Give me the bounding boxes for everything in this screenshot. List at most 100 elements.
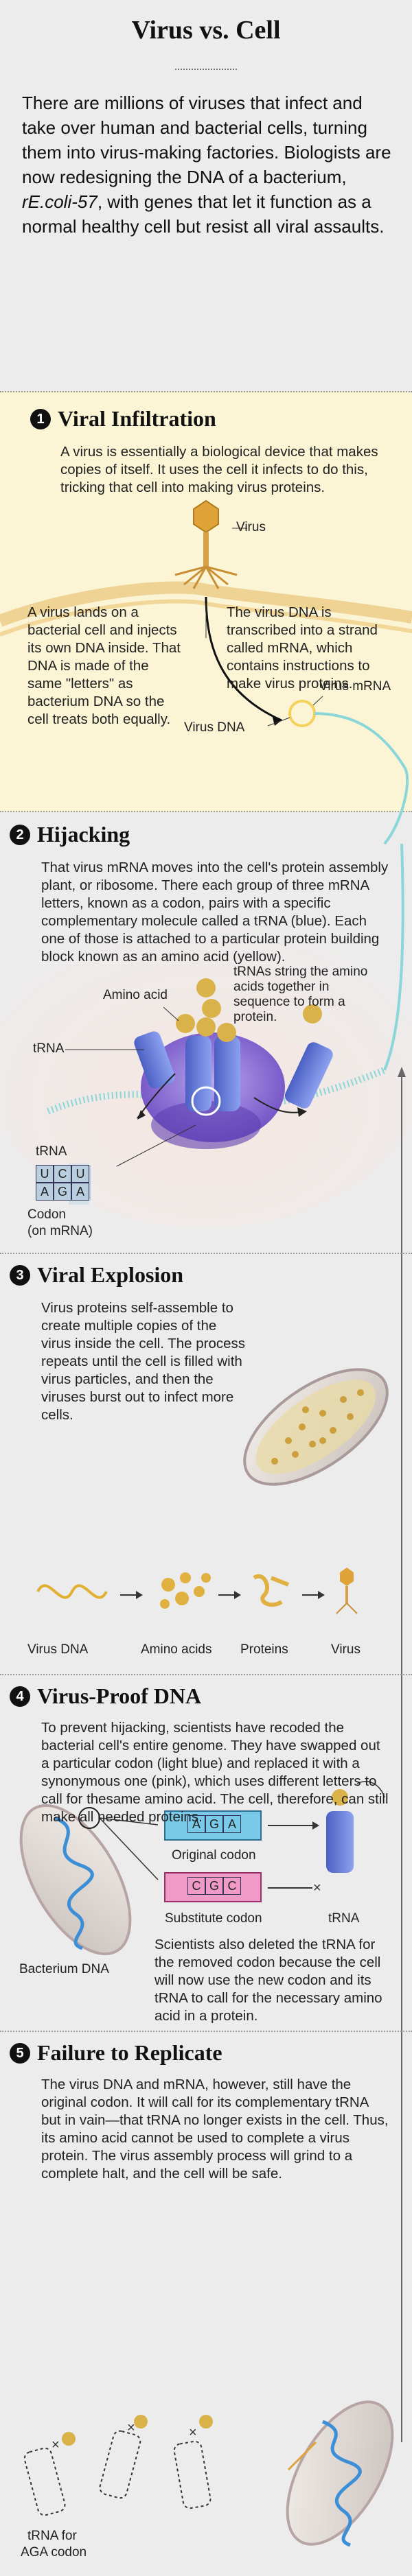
section-divider-2 bbox=[0, 1253, 412, 1254]
safe-cell bbox=[286, 2400, 394, 2546]
section1-right-text: The virus DNA is transcribed into a stra… bbox=[227, 604, 378, 692]
section1-body: A virus is essentially a biological devi… bbox=[60, 444, 378, 495]
label-original-codon: Original codon bbox=[172, 1848, 256, 1863]
section2-number: 2 bbox=[10, 824, 30, 845]
section3-body: Virus proteins self-assemble to create m… bbox=[41, 1300, 246, 1423]
virus-small-icon bbox=[336, 1568, 358, 1614]
label-codon: Codon bbox=[27, 1207, 66, 1222]
trna-shape-5 bbox=[326, 1811, 354, 1873]
original-letter-1: A bbox=[187, 1815, 205, 1833]
section4-title: Virus-Proof DNA bbox=[37, 1683, 202, 1708]
amino-acids-icon bbox=[160, 1572, 211, 1609]
svg-text:×: × bbox=[127, 2420, 135, 2435]
proteins-icon bbox=[253, 1574, 290, 1607]
codon-top-letter-3: U bbox=[71, 1165, 89, 1183]
section4-heading: 4 Virus-Proof DNA bbox=[10, 1683, 201, 1709]
section5-number: 5 bbox=[10, 2042, 30, 2064]
label-substitute-codon: Substitute codon bbox=[165, 1911, 262, 1926]
section3-title: Viral Explosion bbox=[37, 1262, 184, 1287]
label-bacterium-dna: Bacterium DNA bbox=[19, 1962, 109, 1976]
mrna-strand bbox=[314, 712, 409, 845]
section-divider-4 bbox=[0, 2031, 412, 2032]
section1-heading: 1 Viral Infiltration bbox=[30, 406, 216, 432]
original-codon-strand bbox=[164, 1810, 262, 1841]
section5-title: Failure to Replicate bbox=[37, 2040, 222, 2065]
codon-bottom-letter-1: A bbox=[36, 1183, 54, 1201]
svg-text:×: × bbox=[52, 2437, 60, 2453]
codon-bottom-letter-3: A bbox=[71, 1183, 89, 1201]
section4-body: To prevent hijacking, scientists have re… bbox=[41, 1720, 389, 1825]
section3-number: 3 bbox=[10, 1264, 30, 1286]
section3-artwork bbox=[36, 1368, 389, 1614]
page-title: Virus vs. Cell bbox=[131, 16, 281, 45]
amino-acid-1 bbox=[196, 978, 216, 997]
section-divider-3 bbox=[0, 1674, 412, 1675]
section2-heading: 2 Hijacking bbox=[10, 822, 130, 847]
step-virus-dna: Virus DNA bbox=[27, 1642, 89, 1657]
label-trna: tRNA bbox=[33, 1041, 65, 1056]
ghost-trna-1 bbox=[23, 2447, 66, 2516]
trna-shape-1 bbox=[185, 1036, 211, 1111]
codon-highlight bbox=[191, 1086, 221, 1116]
step-virus: Virus bbox=[331, 1642, 360, 1657]
section5-body: The virus DNA and mRNA, however, still h… bbox=[41, 2077, 389, 2182]
section1-left-text: A virus lands on a bacterial cell and in… bbox=[27, 604, 181, 727]
codon-top-letter-2: C bbox=[54, 1165, 71, 1183]
original-letter-3: A bbox=[223, 1815, 241, 1833]
substitute-letter-3: C bbox=[223, 1877, 241, 1895]
svg-text:×: × bbox=[189, 2425, 197, 2440]
section5-heading: 5 Failure to Replicate bbox=[10, 2040, 222, 2066]
substitute-codon-strand bbox=[164, 1872, 262, 1902]
virus-dna-icon bbox=[36, 1584, 108, 1599]
virus-dna-loop bbox=[288, 700, 316, 727]
intro-text-b: , with genes that let it function as a n… bbox=[22, 191, 385, 237]
title-divider bbox=[175, 69, 237, 70]
section5-artwork: × × × bbox=[23, 2400, 394, 2547]
trna-shape-4 bbox=[284, 1042, 333, 1109]
ghost-trna-3 bbox=[173, 2440, 211, 2509]
section2-artwork bbox=[47, 843, 404, 1205]
intro-paragraph: There are millions of viruses that infec… bbox=[22, 91, 393, 239]
intro-text-a: There are millions of viruses that infec… bbox=[22, 93, 391, 187]
injection-arrow bbox=[205, 596, 282, 722]
intro-organism: rE.coli-57 bbox=[22, 191, 98, 212]
section4-artwork: × bbox=[19, 1781, 385, 1956]
original-letter-2: G bbox=[205, 1815, 223, 1833]
section2-body: That virus mRNA moves into the cell's pr… bbox=[41, 860, 389, 965]
bacterium-cell bbox=[19, 1804, 132, 1956]
section4-deleted-text: Scientists also deleted the tRNA for the… bbox=[154, 1937, 382, 2024]
mrna-strand-2 bbox=[47, 1067, 386, 1115]
codon-top-letter-1: U bbox=[36, 1165, 54, 1183]
svg-text:×: × bbox=[313, 1880, 321, 1895]
substitute-letter-1: C bbox=[187, 1877, 205, 1895]
label-trna-3: tRNA bbox=[328, 1911, 360, 1926]
section4-number: 4 bbox=[10, 1686, 30, 1707]
codon-bottom-letter-2: G bbox=[54, 1183, 71, 1201]
trna-shape-3 bbox=[134, 1031, 175, 1089]
substitute-letter-2: G bbox=[205, 1877, 223, 1895]
section1-title: Viral Infiltration bbox=[58, 406, 216, 431]
bacterium-dna-coil bbox=[54, 1816, 94, 1950]
section2-title: Hijacking bbox=[37, 822, 130, 847]
label-virus: Virus bbox=[236, 520, 266, 534]
label-virus-dna: Virus DNA bbox=[184, 720, 245, 735]
section1-number: 1 bbox=[30, 408, 51, 429]
step-amino-acids: Amino acids bbox=[141, 1642, 212, 1657]
ghost-trna-2 bbox=[99, 2430, 141, 2499]
label-trna-for: tRNA for bbox=[27, 2529, 77, 2543]
trna-shape-2 bbox=[214, 1036, 240, 1111]
label-trna-2: tRNA bbox=[36, 1144, 67, 1159]
label-virus-mrna: Virus mRNA bbox=[319, 679, 391, 694]
label-amino-acid: Amino acid bbox=[103, 988, 168, 1002]
cell-membrane bbox=[0, 581, 412, 627]
section3-heading: 3 Viral Explosion bbox=[10, 1262, 183, 1288]
virus-icon bbox=[174, 499, 238, 589]
section1-artwork bbox=[0, 499, 412, 845]
label-aga-codon: AGA codon bbox=[21, 2545, 87, 2560]
